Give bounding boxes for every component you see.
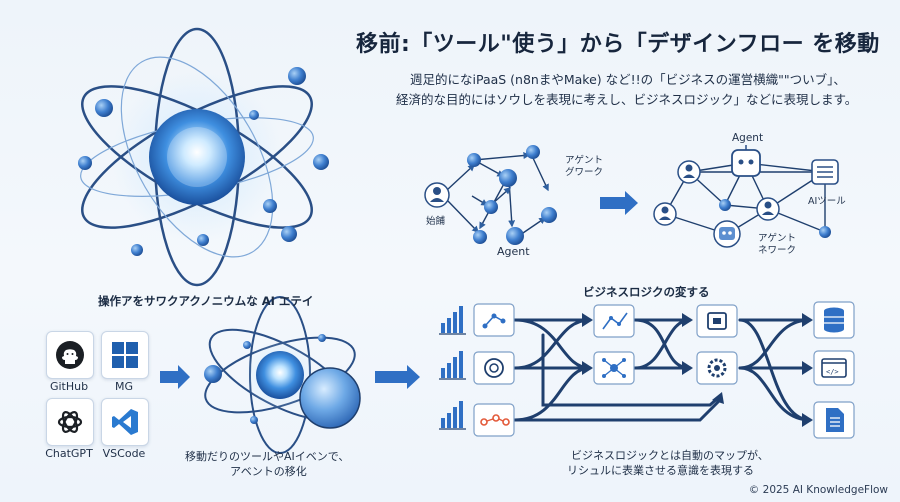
right-agent-label: Agent — [732, 132, 764, 144]
arrow-tools — [160, 365, 190, 389]
windows-icon — [112, 342, 138, 368]
github-tile[interactable] — [46, 331, 94, 379]
chatgpt-icon — [57, 411, 83, 433]
ai-tool-label: AIツール — [808, 196, 846, 207]
chatgpt-tile[interactable] — [46, 398, 94, 446]
arrow-flow — [375, 365, 420, 389]
tools-caption-1: 移動だりのツールやAIイベンで、 — [185, 450, 350, 463]
copyright: © 2025 AI KnowledgeFlow — [748, 484, 888, 496]
atom-illustration — [78, 27, 329, 287]
flow-caption-2: リシュルに表業させる意識を表現する — [567, 464, 754, 477]
agent-work-label-1: アゲント — [565, 155, 604, 166]
business-logic-flow: </> — [439, 301, 855, 439]
arrow-networks — [600, 191, 638, 215]
subtitle-line-2: 経済的な目的にはソウしを表現に考えし、ビジネスロジック」などに表現します。 — [396, 92, 858, 107]
chatgpt-label: ChatGPT — [45, 447, 93, 460]
agent-work-label-2: グワーク — [565, 167, 604, 178]
start-node-label: 始餔 — [426, 216, 446, 227]
vscode-label: VSCode — [102, 447, 146, 460]
agent-network-label-2: ネワーク — [758, 245, 797, 256]
vscode-tile[interactable] — [101, 398, 149, 446]
tools-heading: 操作アをサワクアクノニウムな AI エテイ — [98, 294, 314, 308]
github-icon — [56, 341, 84, 369]
svg-text:</>: </> — [826, 368, 839, 376]
tools-caption-2: アベントの移化 — [230, 465, 307, 478]
github-label: GitHub — [49, 380, 89, 393]
agent-node-label: Agent — [497, 245, 530, 258]
agent-network-left — [424, 145, 557, 245]
subtitle-line-1: 週足的になiPaaS (n8nまやMake) など!!の「ビジネスの運営横織""… — [410, 72, 846, 87]
windows-tile[interactable] — [101, 331, 149, 379]
flow-heading: ビジネスロジクの変する — [583, 285, 710, 299]
page-title: 移前:「ツール"使う」から「デザインフロー を移動 — [356, 32, 880, 57]
agent-network-right — [653, 145, 839, 248]
mg-label: MG — [114, 380, 133, 393]
ai-atom-small — [204, 296, 361, 454]
flow-caption-1: ビジネスロジックとは自動のマップが、 — [571, 449, 769, 462]
vscode-icon — [112, 409, 138, 435]
agent-network-label-1: アゲント — [758, 233, 797, 244]
